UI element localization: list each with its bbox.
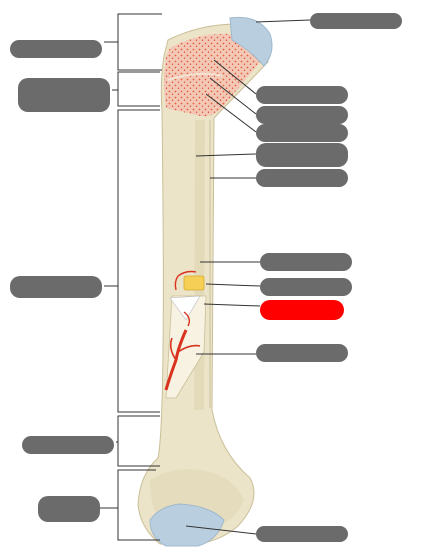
label-diaphysis[interactable] (10, 276, 102, 298)
vessel-branch-2 (169, 337, 177, 361)
leader-red-marrow (205, 93, 257, 133)
right-leaders (185, 19, 311, 535)
periosteum-flap (169, 295, 201, 321)
label-endosteum[interactable] (260, 253, 352, 271)
bracket-diaphysis (104, 109, 160, 413)
label-articular-cartilage-bottom[interactable]: Articular cartilage (256, 526, 348, 542)
label-red-marrow[interactable] (256, 124, 348, 142)
articular-cartilage-bottom-shape (149, 503, 225, 547)
label-metaphysis-lower[interactable] (22, 436, 114, 454)
label-proximal-epiphysis[interactable]: Proximal epiphysis (10, 40, 102, 58)
label-distal-epiphysis[interactable] (38, 496, 100, 522)
bracket-proximal-epiphysis (104, 13, 162, 71)
left-brackets (100, 13, 162, 541)
leader-epiphyseal-line (209, 77, 257, 115)
label-highlighted-target[interactable] (260, 300, 344, 320)
leader-highlighted-target (203, 303, 261, 307)
leader-spongy-bone (213, 59, 257, 95)
label-articular-cartilage-top[interactable] (310, 13, 402, 29)
articular-cartilage-top-shape (229, 16, 273, 67)
bracket-distal-epiphysis (100, 469, 160, 541)
label-periosteum[interactable] (260, 278, 352, 296)
leader-articular-cartilage-top (255, 19, 311, 23)
label-epiphyseal-line[interactable] (256, 106, 348, 124)
label-metaphysis-upper[interactable] (18, 78, 110, 112)
periosteum-patch (183, 275, 205, 291)
epiphyseal-line-mark (167, 72, 223, 81)
label-nutrient-artery[interactable] (256, 344, 348, 362)
label-compact-bone[interactable] (256, 143, 348, 167)
leader-compact-bone (195, 153, 257, 157)
shaft-shading (194, 120, 205, 410)
leader-articular-cartilage-bottom (185, 525, 257, 535)
label-medullary-cavity[interactable] (256, 169, 348, 187)
vessel-surface (174, 270, 197, 291)
vessel-branch-3 (183, 311, 191, 327)
label-spongy-bone[interactable] (256, 86, 348, 104)
bracket-metaphysis-upper (112, 71, 160, 107)
leader-periosteum (205, 283, 261, 287)
bracket-metaphysis-lower (116, 415, 160, 467)
vessel-branch-1 (177, 344, 201, 353)
